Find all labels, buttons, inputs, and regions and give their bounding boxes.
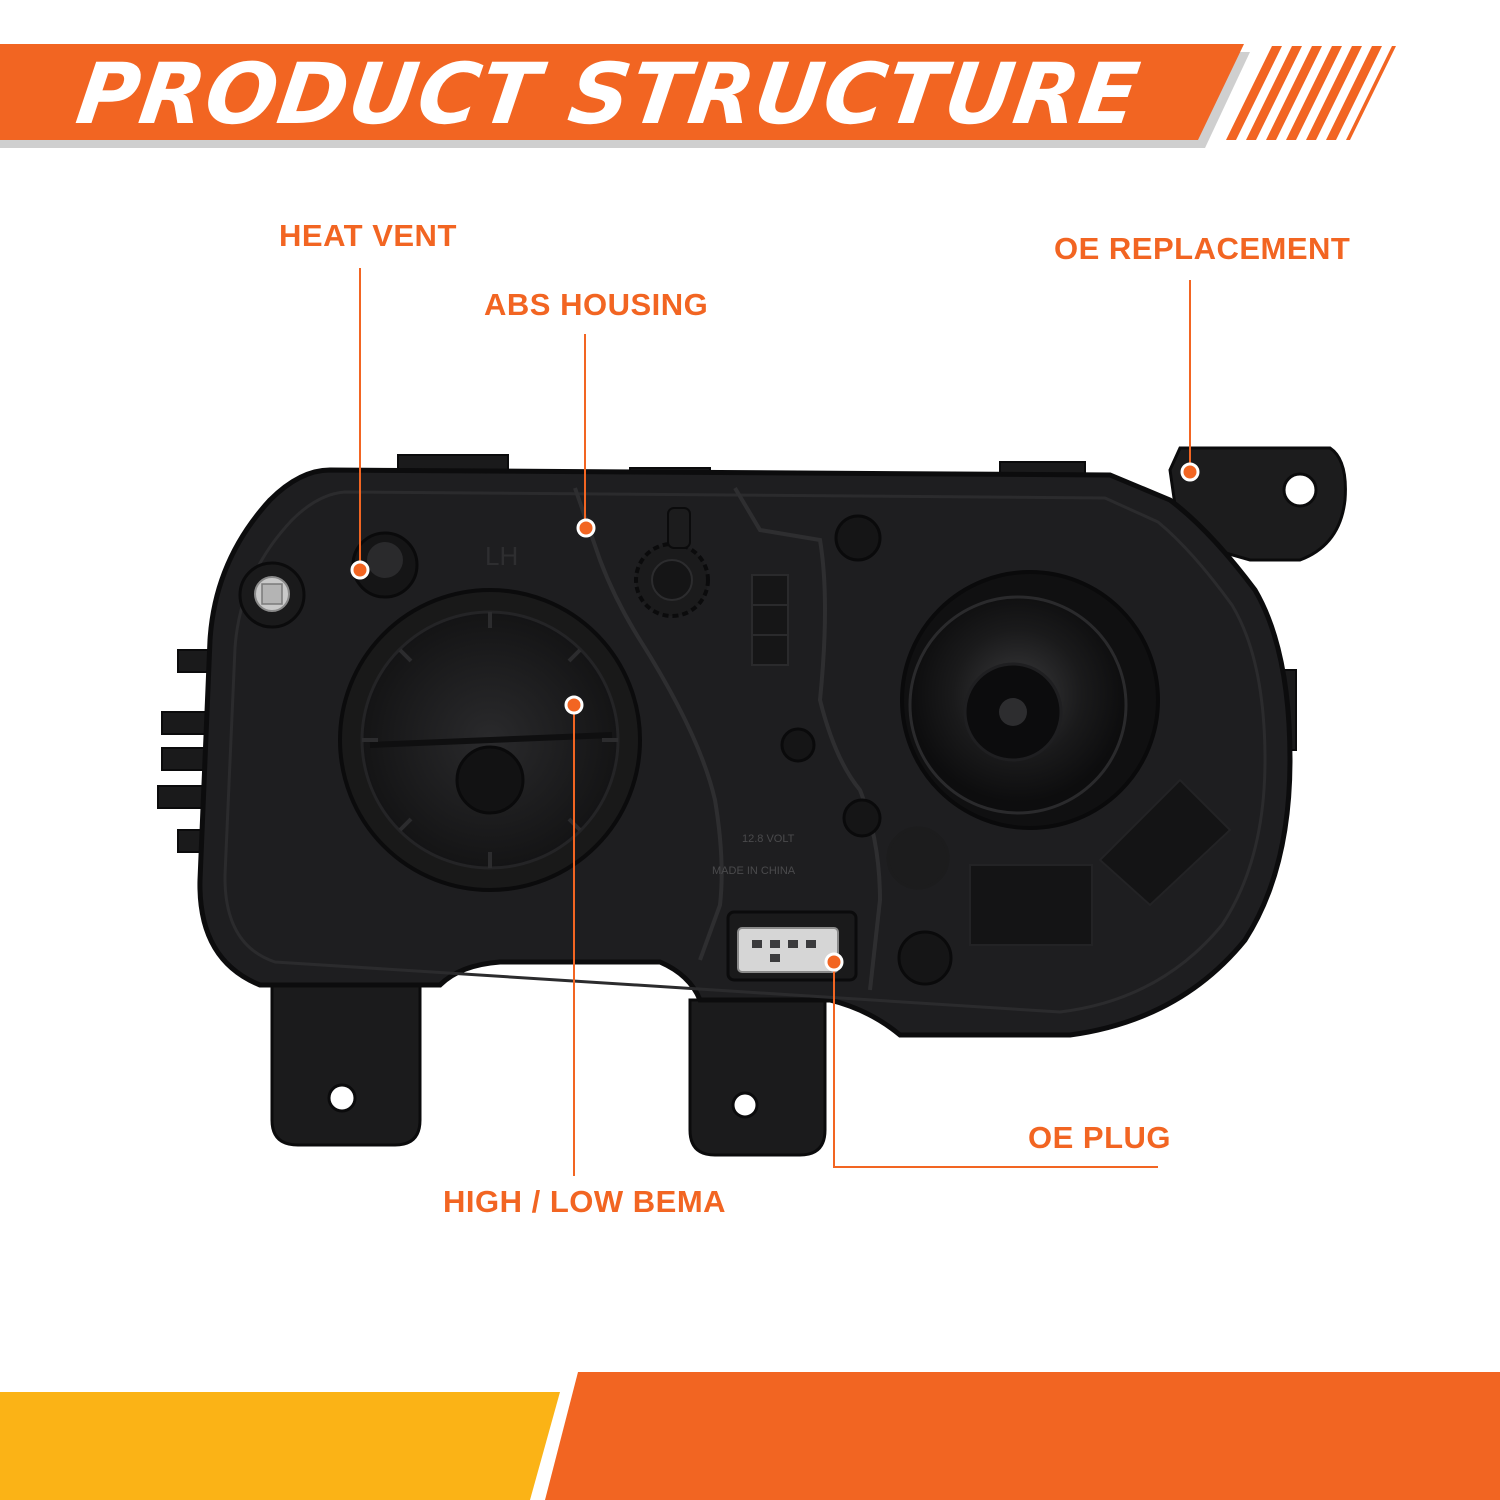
screw-caps	[780, 514, 953, 986]
bottom-left-mount-hole	[327, 1083, 357, 1113]
abs-housing-panel	[573, 487, 724, 961]
voltage-marking: 12.8 VOLT	[742, 833, 795, 845]
callout-oe-plug: OE PLUG	[1028, 1120, 1172, 1155]
banner-stripes	[1226, 46, 1396, 140]
center-ridge	[733, 486, 883, 991]
side-marking: LH	[485, 541, 518, 571]
callout-high-low-beam: HIGH / LOW BEMA	[443, 1184, 727, 1219]
oe-replacement-dot	[1180, 462, 1200, 482]
footer-yellow-band	[0, 1392, 560, 1500]
adjuster-bolt	[238, 561, 306, 629]
oe-plug-leader	[833, 962, 1158, 1168]
bottom-center-mount-tab	[688, 998, 827, 1157]
high-low-beam-dot	[564, 695, 584, 715]
abs-housing-dot	[576, 518, 596, 538]
bottom-center-mount-hole	[731, 1091, 759, 1119]
callout-heat-vent: HEAT VENT	[279, 218, 457, 253]
banner-bar	[0, 44, 1244, 140]
top-right-mount-hole	[1282, 472, 1318, 508]
projector-lens	[900, 570, 1160, 830]
foam-pads	[969, 778, 1232, 946]
mounting-tabs	[270, 446, 1347, 1157]
callout-abs-housing: ABS HOUSING	[484, 287, 709, 322]
oe-plug-dot	[824, 952, 844, 972]
callout-dots	[350, 462, 1200, 972]
gear-cap	[634, 507, 710, 618]
leader-lines	[359, 268, 1191, 1176]
label-plate	[751, 574, 789, 666]
footer-orange-band	[545, 1372, 1500, 1500]
title-banner	[0, 44, 1396, 148]
callout-oe-replacement: OE REPLACEMENT	[1054, 231, 1351, 266]
heat-vent-dot	[350, 560, 370, 580]
bottom-left-mount-tab	[270, 978, 422, 1147]
origin-marking: MADE IN CHINA	[712, 865, 796, 877]
beam-dust-cover	[338, 588, 642, 892]
heat-vent-cap	[351, 531, 419, 599]
oe-plug-connector	[726, 910, 858, 982]
